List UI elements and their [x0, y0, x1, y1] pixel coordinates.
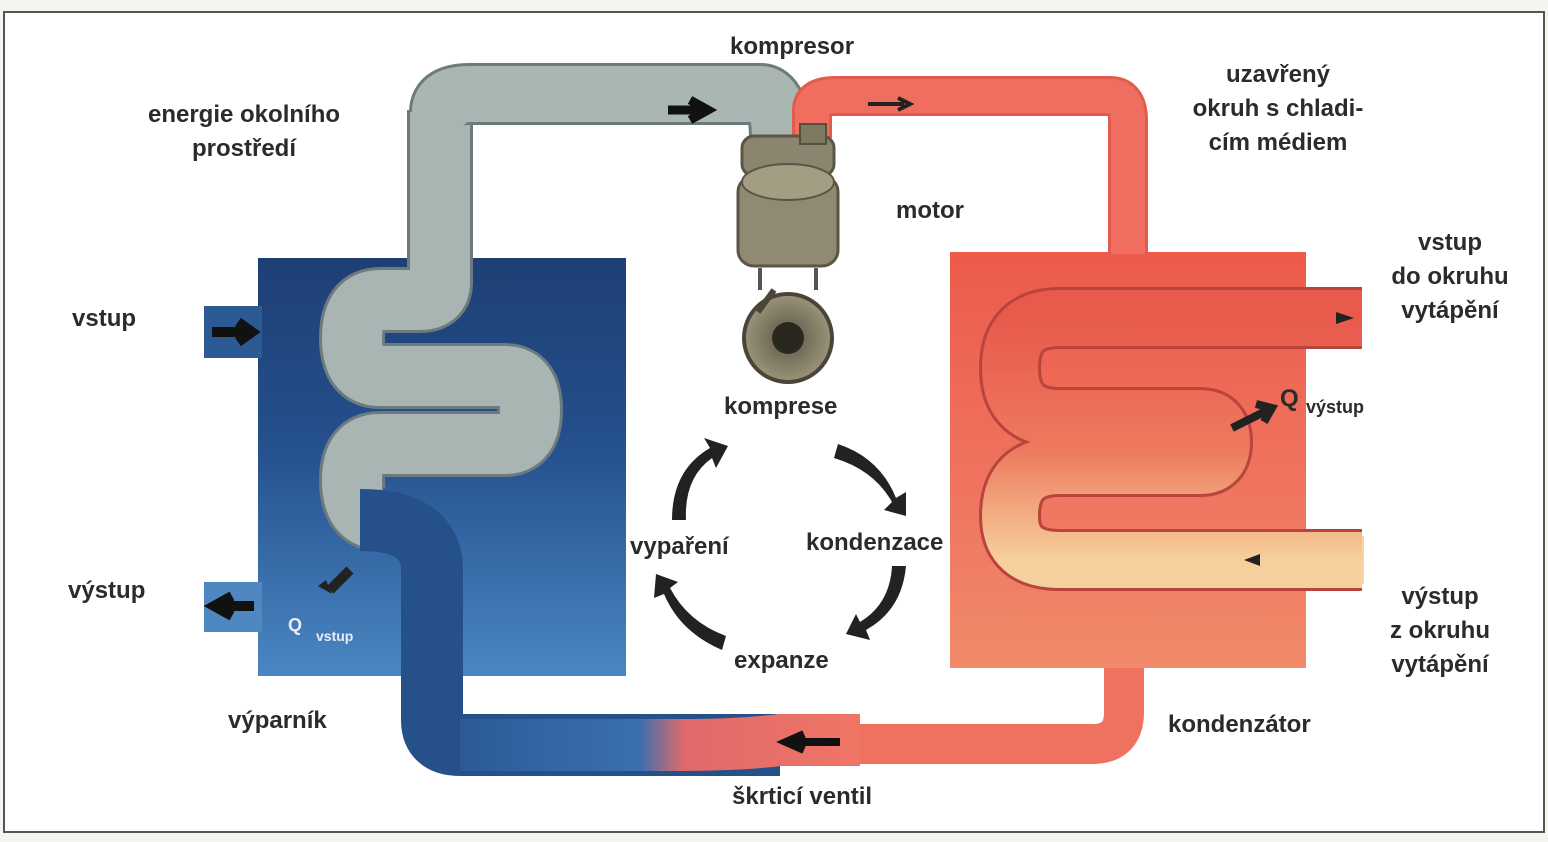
label-q-in-symbol: Q: [288, 615, 303, 635]
label-energie: energie okolního prostředí: [148, 98, 340, 166]
label-vstup-right-line-3: vytápění: [1401, 297, 1499, 324]
label-vystup-right-line-2: z okruhu: [1390, 617, 1490, 644]
label-skrtici-ventil: škrticí ventil: [732, 783, 873, 810]
throttle-pipe: [460, 714, 860, 771]
label-vstup-right-line-1: vstup: [1417, 229, 1483, 256]
label-uzavreny-line-1: uzavřený: [1225, 61, 1331, 88]
label-komprese: komprese: [724, 393, 838, 420]
suction-arrow: [668, 96, 718, 124]
label-kondenzace: kondenzace: [806, 529, 944, 556]
label-vystup-right-line-1: výstup: [1401, 583, 1479, 610]
label-energie-line-2: prostředí: [191, 135, 296, 162]
heating-out-arrowhead: [1336, 312, 1354, 324]
compressor-unit: [736, 123, 840, 290]
label-vstup-right-line-2: do okruhu: [1391, 263, 1509, 290]
label-q-out-symbol: Q: [1280, 385, 1299, 412]
cycle-arrows: [654, 438, 906, 650]
label-vystup-right-line-3: vytápění: [1391, 651, 1489, 678]
label-uzavreny-line-2: okruh s chladi-: [1192, 95, 1364, 122]
discharge-arrow: [868, 96, 915, 112]
label-vstup-left: vstup: [72, 305, 137, 332]
liquid-line: [780, 668, 1144, 764]
label-vyparnik: výparník: [228, 707, 327, 734]
heat-out-arrow: [1230, 400, 1279, 432]
label-motor: motor: [896, 197, 964, 224]
throttle-arrow: [776, 730, 840, 754]
label-vystup-right: výstup z okruhu vytápění: [1390, 580, 1490, 682]
evaporator-lower-pipe: [359, 489, 780, 776]
heating-in-arrowhead: [1244, 554, 1260, 566]
label-vyapreni: vypaření: [630, 533, 729, 560]
label-energie-line-1: energie okolního: [147, 101, 341, 128]
heat-in-arrow: [326, 566, 354, 594]
label-expanze: expanze: [734, 647, 829, 674]
label-kondenzator: kondenzátor: [1168, 711, 1311, 738]
label-uzavreny-line-3: cím médiem: [1208, 129, 1348, 156]
label-uzavreny-okruh: uzavřený okruh s chladi- cím médiem: [1193, 58, 1364, 160]
ambient-outlet-arrow: [203, 591, 254, 621]
label-vstup-right: vstup do okruhu vytápění: [1391, 226, 1508, 328]
label-vystup-left: výstup: [68, 577, 146, 604]
label-q-out: výstup: [1306, 397, 1365, 417]
label-kompresor: kompresor: [730, 33, 855, 60]
label-q-in: vstup: [316, 628, 354, 644]
ambient-inlet-arrow: [212, 317, 261, 347]
motor-wheel: [742, 288, 834, 384]
